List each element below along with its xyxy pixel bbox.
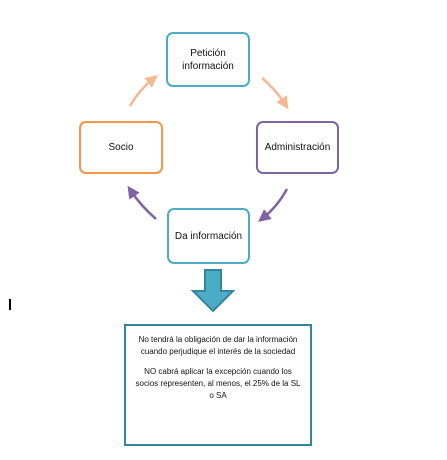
node-da-informacion-label: Da información <box>174 230 243 242</box>
node-socio-label: Socio <box>108 142 134 153</box>
arrow-da-informacion-to-socio <box>127 185 157 220</box>
note-paragraph-exception: No tendrá la obligación de dar la inform… <box>138 335 298 356</box>
text-cursor-mark <box>9 299 11 310</box>
note-paragraph-25-percent: NO cabrá aplicar la excepción cuando los… <box>135 367 301 400</box>
down-block-arrow <box>190 269 236 313</box>
node-peticion-informacion-label: Petición información <box>182 47 234 72</box>
arrow-socio-to-peticion <box>128 75 158 107</box>
node-socio: Socio <box>79 121 163 174</box>
node-administracion: Administración <box>256 121 339 174</box>
node-administracion-label: Administración <box>264 142 331 153</box>
node-peticion-informacion: Petición información <box>166 32 250 87</box>
arrow-administracion-to-da-informacion <box>258 188 289 222</box>
node-da-informacion: Da información <box>167 208 250 264</box>
arrow-peticion-to-administracion <box>261 77 289 110</box>
note-box: No tendrá la obligación de dar la inform… <box>124 324 312 446</box>
